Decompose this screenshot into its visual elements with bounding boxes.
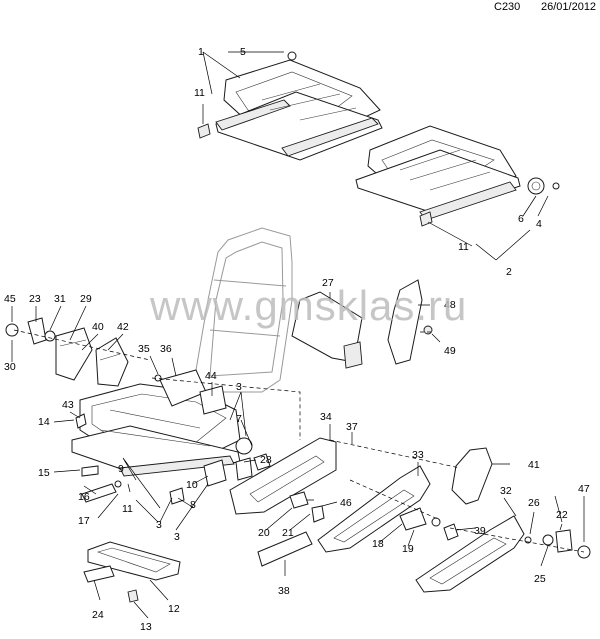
callout-31: 31 (54, 293, 66, 305)
callout-23: 23 (29, 293, 41, 305)
callout-4: 4 (536, 218, 542, 230)
callout-20: 20 (258, 527, 270, 539)
callout-1: 1 (198, 46, 204, 58)
watermark: www.gmsklas.ru (150, 282, 468, 329)
callout-3: 3 (236, 381, 242, 393)
callout-40: 40 (92, 321, 104, 333)
seat-frame-upper-left (197, 51, 383, 161)
side-shield-center (229, 437, 337, 567)
callout-14: 14 (38, 416, 50, 428)
callout-44: 44 (205, 370, 217, 382)
diagram-date: 26/01/2012 (541, 1, 597, 13)
callout-6: 6 (518, 213, 524, 225)
diagram-reference: C230 (494, 1, 521, 13)
callout-26: 26 (528, 497, 540, 509)
backrest-panel (291, 291, 363, 369)
callout-37: 37 (346, 421, 358, 433)
assembly-guide-lines (13, 329, 585, 553)
callout-5: 5 (240, 46, 246, 58)
callout-15: 15 (38, 467, 50, 479)
callout-34: 34 (320, 411, 332, 423)
callout-43: 43 (62, 399, 74, 411)
callout-21: 21 (282, 527, 294, 539)
callout-39: 39 (474, 525, 486, 537)
callout-labels: 1 5 11 6 4 11 2 27 48 49 45 23 31 29 30 … (4, 46, 590, 633)
callout-29: 29 (80, 293, 92, 305)
callout-35: 35 (138, 343, 150, 355)
callout-11: 11 (122, 503, 133, 515)
callout-11: 11 (458, 241, 469, 253)
callout-19: 19 (402, 543, 414, 555)
callout-16: 16 (78, 491, 90, 503)
leader-lines (11, 51, 585, 619)
callout-38: 38 (278, 585, 290, 597)
callout-42: 42 (117, 321, 129, 333)
callout-13: 13 (140, 621, 152, 633)
seat-frame-upper-right (355, 125, 560, 227)
callout-8: 8 (190, 499, 196, 511)
callout-24: 24 (92, 609, 104, 621)
storage-tray (83, 541, 181, 603)
callout-2: 2 (506, 266, 512, 278)
callout-36: 36 (160, 343, 172, 355)
callout-49: 49 (444, 345, 456, 357)
callout-12: 12 (168, 603, 180, 615)
callout-32: 32 (500, 485, 512, 497)
callout-28: 28 (260, 454, 272, 466)
side-trim-panel (387, 279, 433, 365)
callout-45: 45 (4, 293, 16, 305)
callout-27: 27 (322, 277, 334, 289)
callout-46: 46 (340, 497, 352, 509)
side-shield-outer (415, 515, 591, 593)
callout-25: 25 (534, 573, 546, 585)
callout-3: 3 (156, 519, 162, 531)
callout-33: 33 (412, 449, 424, 461)
callout-47: 47 (578, 483, 590, 495)
side-shield-right (317, 447, 493, 553)
callout-17: 17 (78, 515, 90, 527)
callout-9: 9 (118, 463, 124, 475)
callout-7: 7 (236, 413, 242, 425)
callout-18: 18 (372, 538, 384, 550)
callout-30: 30 (4, 361, 16, 373)
callout-11: 11 (194, 87, 205, 99)
recliner-mechanism-left (5, 317, 129, 387)
callout-3: 3 (174, 531, 180, 543)
callout-41: 41 (528, 459, 540, 471)
callout-10: 10 (186, 479, 198, 491)
callout-22: 22 (556, 509, 568, 521)
callout-48: 48 (444, 299, 456, 311)
seat-back-frame (195, 227, 293, 393)
seat-frame-lower-left (71, 369, 271, 505)
